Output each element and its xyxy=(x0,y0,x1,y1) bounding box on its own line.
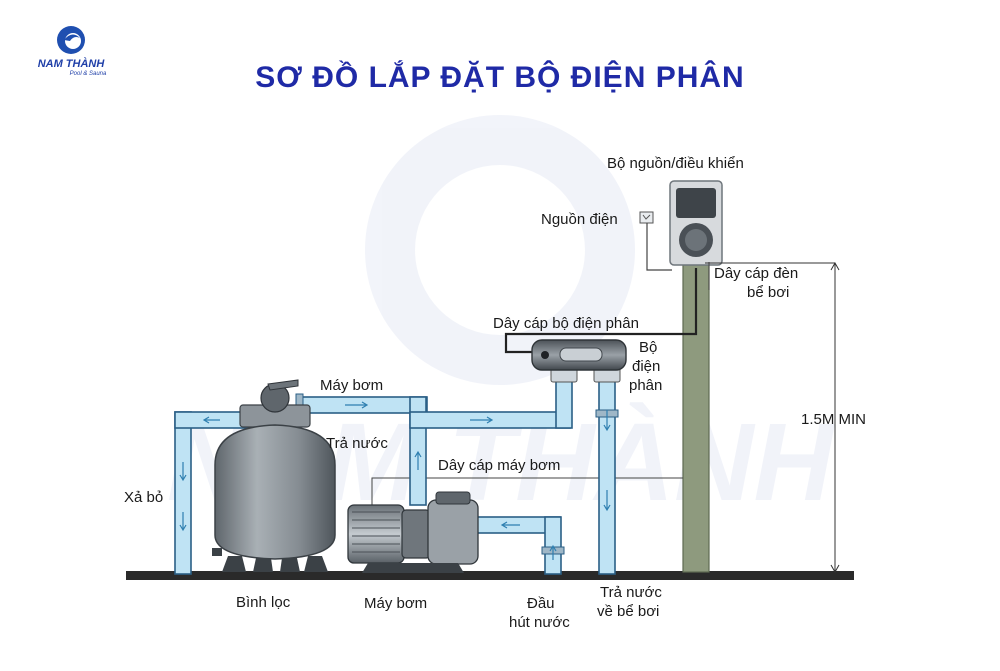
pool-pump xyxy=(347,491,479,573)
label-suction-line2: hút nước xyxy=(509,614,570,631)
label-return-top: Trả nước xyxy=(326,435,388,452)
chlorinator-cell xyxy=(531,339,627,371)
power-control-unit xyxy=(669,180,723,266)
label-chlorinator-line3: phân xyxy=(629,377,662,394)
page-title: SƠ ĐỒ LẮP ĐẶT BỘ ĐIỆN PHÂN xyxy=(255,60,744,94)
label-power-unit: Bộ nguồn/điều khiển xyxy=(607,155,744,172)
label-chlorinator-line2: điện xyxy=(632,358,660,375)
logo-name: NAM THÀNH xyxy=(38,57,106,70)
label-lamp-cable-line1: Dây cáp đèn xyxy=(714,265,798,282)
flow-arrows xyxy=(179,401,611,560)
label-pump-cable: Dây cáp máy bơm xyxy=(438,457,560,474)
label-drain: Xả bỏ xyxy=(124,489,163,506)
label-chlorinator-line1: Bộ xyxy=(639,339,657,356)
power-cable xyxy=(646,223,672,271)
label-filter: Bình lọc xyxy=(236,594,291,611)
chlorinator-cable xyxy=(504,268,698,354)
ground-line xyxy=(126,571,854,580)
sand-filter xyxy=(212,379,336,572)
label-power-source: Nguồn điện xyxy=(541,211,618,228)
logo-tagline: Pool & Sauna xyxy=(70,71,107,77)
label-return-pool-line2: về bể bơi xyxy=(597,603,659,620)
label-lamp-cable-line2: bể bơi xyxy=(747,284,789,301)
label-chlorinator-cable: Dây cáp bộ điện phân xyxy=(493,315,639,332)
height-dimension xyxy=(705,261,840,574)
label-pump-top: Máy bơm xyxy=(320,377,383,394)
pump-cable xyxy=(371,477,683,505)
label-return-pool-line1: Trả nước xyxy=(600,584,662,601)
company-logo: NAM THÀNH Pool & Sauna xyxy=(38,26,107,77)
label-suction-line1: Đầu xyxy=(527,595,555,612)
label-pump-bottom: Máy bơm xyxy=(364,595,427,612)
label-height: 1.5M MIN xyxy=(801,411,866,428)
power-outlet-icon xyxy=(639,211,654,224)
